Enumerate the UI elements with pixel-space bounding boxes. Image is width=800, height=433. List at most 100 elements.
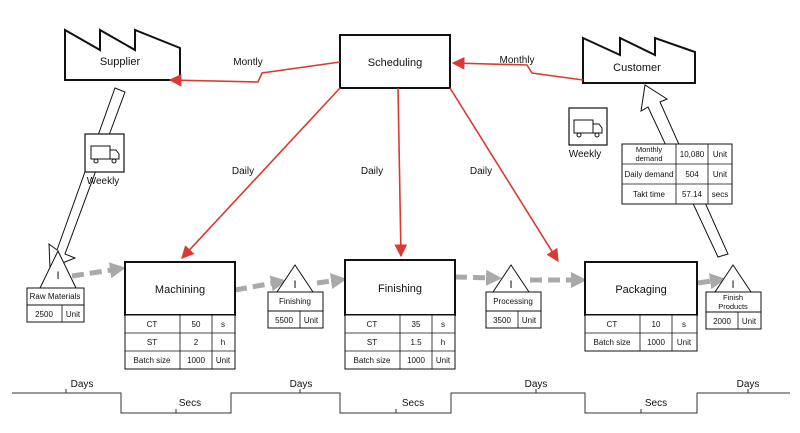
customer-row-1-unit: Unit	[713, 150, 728, 159]
scheduling-box: Scheduling	[339, 34, 451, 89]
inventory-finish-products-value: 2000	[713, 317, 731, 326]
push-arrow-finishing-to-processing	[454, 269, 502, 286]
push-arrow-machining-to-finishing	[234, 275, 287, 293]
inventory-processing-unit: Unit	[522, 316, 537, 325]
inventory-finishing: I Finishing 5500 Unit	[267, 264, 324, 329]
customer-row-1-label-line1: Monthly	[636, 145, 663, 154]
machining-row-1-value: 50	[192, 320, 201, 329]
timeline-days-1: Days	[71, 379, 94, 390]
customer-row-3-value: 57.14	[682, 190, 703, 199]
timeline-secs-3: Secs	[645, 398, 667, 409]
process-packaging: Packaging CT 10 s Batch size 1000 Unit	[584, 261, 698, 352]
timeline-secs-1: Secs	[179, 398, 201, 409]
inventory-finishing-name: Finishing	[279, 297, 311, 306]
truck-icon	[573, 119, 603, 138]
finishing-row-1-label: CT	[367, 320, 378, 329]
packaging-row-1-unit: s	[682, 320, 686, 329]
inventory-finish-products-unit: Unit	[742, 317, 757, 326]
inventory-finishing-value: 5500	[275, 316, 293, 325]
customer-row-3-unit: secs	[712, 190, 728, 199]
finishing-row-2-value: 1.5	[410, 338, 422, 347]
timeline-days-4: Days	[737, 379, 760, 390]
timeline-days-3: Days	[525, 379, 548, 390]
machining-row-3-unit: Unit	[216, 356, 231, 365]
supplier-truck-label: Weekly	[87, 176, 120, 187]
process-packaging-name: Packaging	[615, 284, 666, 296]
process-finishing-name: Finishing	[378, 283, 422, 295]
customer-row-2-label: Daily demand	[625, 170, 674, 179]
customer-factory: Customer	[582, 36, 696, 84]
info-flow-daily-1-label: Daily	[232, 166, 254, 177]
inventory-finish-products-name-line2: Products	[718, 302, 748, 311]
machining-row-2-value: 2	[194, 338, 199, 347]
info-flow-to-supplier	[168, 61, 341, 87]
push-arrows	[71, 262, 726, 293]
packaging-row-2-unit: Unit	[677, 338, 692, 347]
machining-row-3-label: Batch size	[134, 356, 171, 365]
machining-row-2-unit: h	[221, 338, 225, 347]
inventory-processing-name: Processing	[493, 297, 533, 306]
process-machining-name: Machining	[155, 284, 205, 296]
supplier-factory: Supplier	[64, 28, 181, 81]
packaging-row-1-label: CT	[607, 320, 618, 329]
inventory-raw-materials-unit: Unit	[66, 310, 81, 319]
customer-row-3-label: Takt time	[633, 190, 666, 199]
finishing-row-1-value: 35	[412, 320, 421, 329]
inventory-processing: I Processing 3500 Unit	[485, 264, 542, 329]
finishing-row-3-value: 1000	[407, 356, 425, 365]
info-flow-to-supplier-label: Montly	[233, 57, 262, 68]
truck-icon	[90, 145, 120, 164]
inventory-finishing-unit: Unit	[304, 316, 319, 325]
timeline-secs-2: Secs	[402, 398, 424, 409]
inventory-symbol-icon: I	[731, 279, 734, 291]
info-flow-from-customer-label: Monthly	[499, 55, 534, 66]
customer-demand-table: Monthly demand 10,080 Unit Daily demand …	[621, 143, 733, 205]
customer-row-2-unit: Unit	[713, 170, 728, 179]
finishing-row-3-label: Batch size	[354, 356, 391, 365]
finishing-row-2-label: ST	[367, 338, 377, 347]
push-arrow-finishing-inv-to-finishing	[316, 273, 347, 290]
inventory-symbol-icon: I	[293, 279, 296, 291]
customer-row-1-value: 10,080	[680, 150, 705, 159]
finishing-row-1-unit: s	[441, 320, 445, 329]
machining-row-2-label: ST	[147, 338, 157, 347]
process-machining: Machining CT 50 s ST 2 h Batch size 1000…	[124, 261, 236, 370]
packaging-row-2-value: 1000	[647, 338, 665, 347]
machining-row-3-value: 1000	[187, 356, 205, 365]
timeline-days-2: Days	[290, 379, 313, 390]
supplier-label: Supplier	[100, 56, 141, 68]
process-finishing: Finishing CT 35 s ST 1.5 h Batch size 10…	[344, 259, 456, 370]
customer-row-1-label-line2: demand	[635, 154, 662, 163]
info-flow-daily-finishing	[394, 87, 408, 258]
inventory-raw-materials-name: Raw Materials	[30, 292, 81, 301]
machining-row-1-label: CT	[147, 320, 158, 329]
customer-truck: Weekly	[568, 107, 608, 160]
inventory-finish-products-name-line1: Finish	[723, 293, 743, 302]
inventory-processing-value: 3500	[493, 316, 511, 325]
timeline: Days Days Days Days Secs Secs Secs	[12, 379, 790, 414]
push-arrow-packaging-to-finished	[697, 273, 726, 290]
packaging-row-2-label: Batch size	[594, 338, 631, 347]
inventory-symbol-icon: I	[509, 279, 512, 291]
information-flows: Montly Monthly Daily Daily Daily	[168, 55, 584, 263]
customer-label: Customer	[613, 62, 661, 74]
machining-row-1-unit: s	[221, 320, 225, 329]
info-flow-daily-3-label: Daily	[470, 166, 492, 177]
customer-row-2-value: 504	[685, 170, 699, 179]
inventory-finish-products: I Finish Products 2000 Unit	[705, 264, 762, 330]
scheduling-label: Scheduling	[368, 57, 422, 69]
info-flow-daily-packaging	[449, 87, 559, 263]
info-flow-daily-machining	[181, 87, 341, 259]
info-flow-from-customer	[451, 56, 584, 81]
inventory-symbol-icon: I	[56, 270, 59, 282]
inventory-raw-materials-value: 2500	[35, 310, 53, 319]
finishing-row-3-unit: Unit	[436, 356, 451, 365]
inventory-raw-materials: I Raw Materials 2500 Unit	[26, 249, 85, 323]
push-arrow-raw-to-machining	[71, 262, 126, 279]
finishing-row-2-unit: h	[441, 338, 445, 347]
supplier-truck: Weekly	[84, 133, 125, 187]
info-flow-daily-2-label: Daily	[361, 166, 383, 177]
packaging-row-1-value: 10	[652, 320, 661, 329]
customer-truck-label: Weekly	[569, 149, 602, 160]
